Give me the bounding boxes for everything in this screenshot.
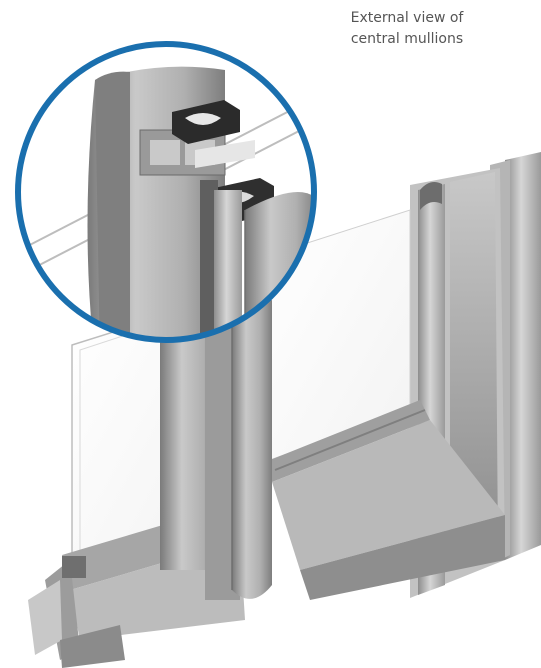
caption-line-2: central mullions <box>350 31 464 47</box>
magnifier-ring <box>15 41 317 343</box>
central-mullion <box>160 280 272 600</box>
figure-caption: External view of central mullions <box>312 8 502 50</box>
bottom-rail-right <box>270 400 505 600</box>
caption-line-1: External view of <box>350 10 464 26</box>
